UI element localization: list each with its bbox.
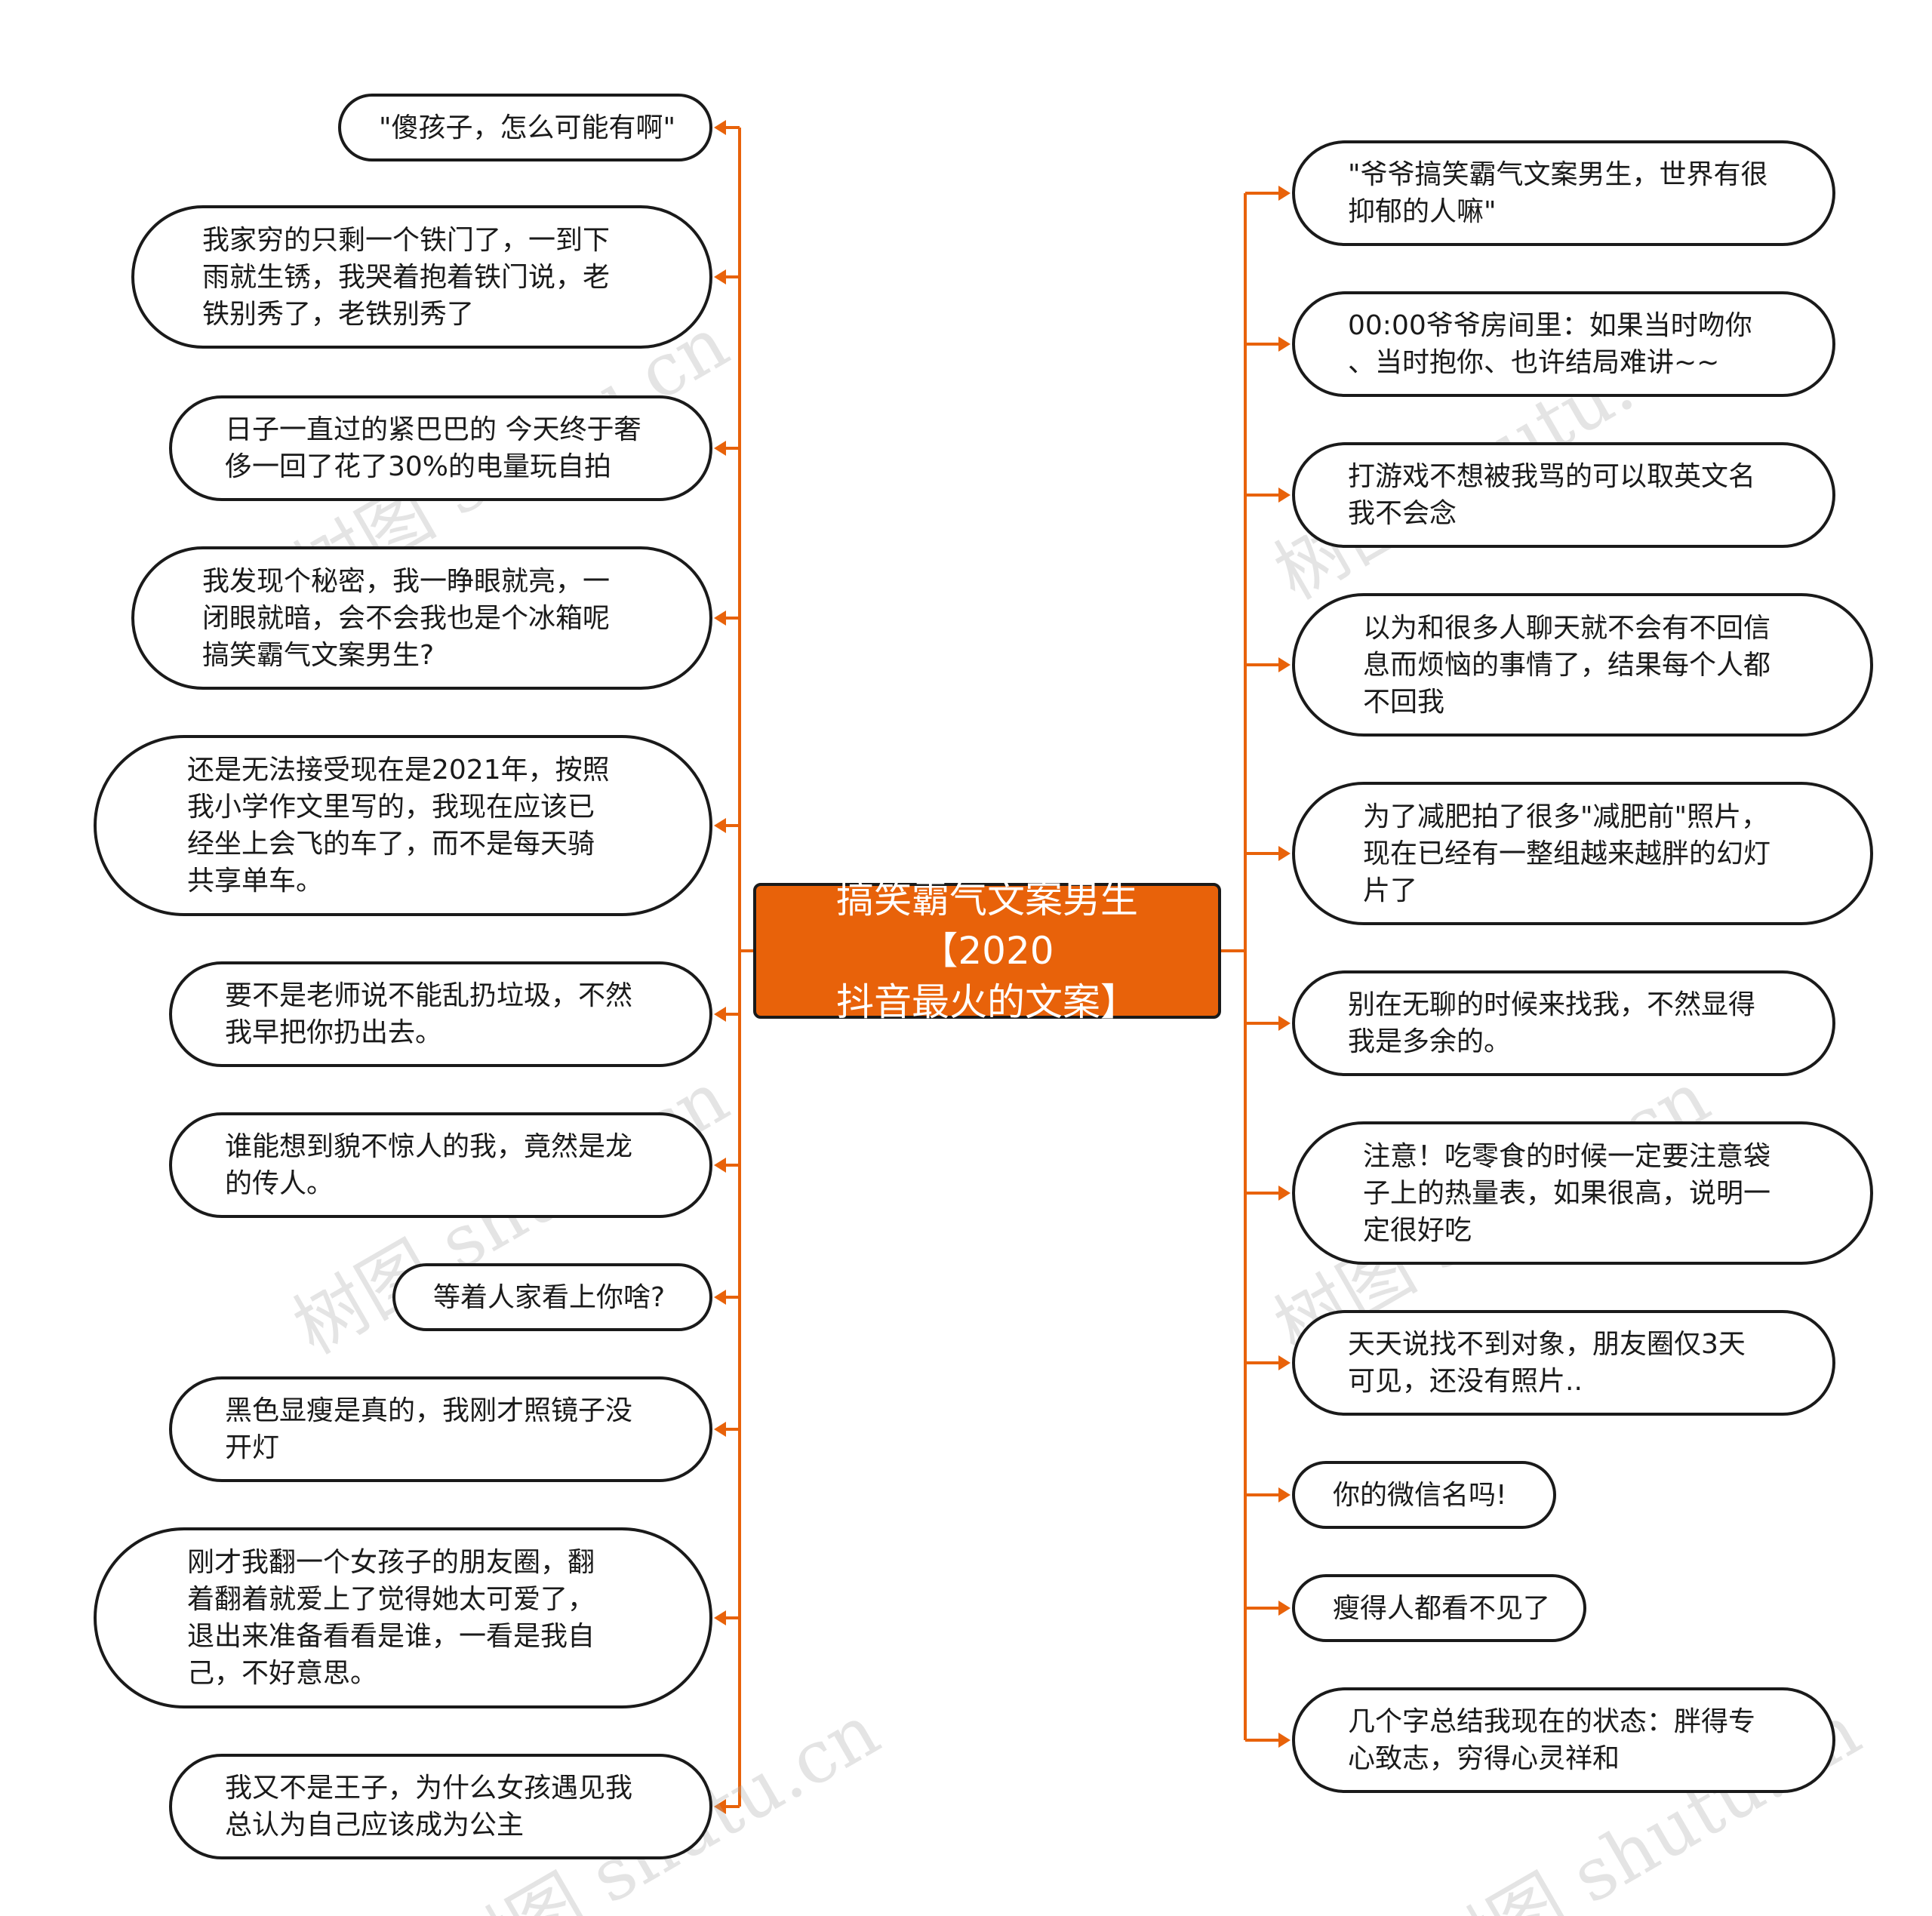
- left-node-8[interactable]: 等着人家看上你啥?: [392, 1263, 712, 1331]
- left-arrow-3: [714, 441, 726, 456]
- central-topic[interactable]: 搞笑霸气文案男生【2020 抖音最火的文案】: [753, 878, 1221, 1024]
- right-node-3[interactable]: 打游戏不想被我骂的可以取英文名 我不会念: [1292, 442, 1835, 548]
- right-arrow-4: [1278, 657, 1291, 672]
- left-arrow-7: [714, 1158, 726, 1173]
- left-node-7[interactable]: 谁能想到貌不惊人的我，竟然是龙 的传人。: [169, 1112, 712, 1218]
- left-node-10[interactable]: 刚才我翻一个女孩子的朋友圈，翻 着翻着就爱上了觉得她太可爱了， 退出来准备看看是…: [94, 1527, 712, 1708]
- right-node-10[interactable]: 瘦得人都看不见了: [1292, 1574, 1586, 1642]
- left-node-4[interactable]: 我发现个秘密，我一睁眼就亮，一 闭眼就暗，会不会我也是个冰箱呢 搞笑霸气文案男生…: [131, 546, 712, 690]
- left-arrow-9: [714, 1422, 726, 1437]
- left-arrow-11: [714, 1799, 726, 1814]
- right-arrow-5: [1278, 846, 1291, 861]
- right-arrow-3: [1278, 487, 1291, 503]
- left-arrow-10: [714, 1610, 726, 1625]
- right-node-4[interactable]: 以为和很多人聊天就不会有不回信 息而烦恼的事情了，结果每个人都 不回我: [1292, 593, 1873, 737]
- right-arrow-7: [1278, 1186, 1291, 1201]
- right-arrow-6: [1278, 1016, 1291, 1031]
- left-node-2[interactable]: 我家穷的只剩一个铁门了，一到下 雨就生锈，我哭着抱着铁门说，老 铁别秀了，老铁别…: [131, 205, 712, 349]
- right-arrow-8: [1278, 1355, 1291, 1370]
- left-node-6[interactable]: 要不是老师说不能乱扔垃圾，不然 我早把你扔出去。: [169, 961, 712, 1067]
- right-node-8[interactable]: 天天说找不到对象，朋友圈仅3天 可见，还没有照片..: [1292, 1310, 1835, 1416]
- left-arrow-1: [714, 120, 726, 135]
- right-node-9[interactable]: 你的微信名吗!: [1292, 1461, 1556, 1529]
- right-arrow-10: [1278, 1601, 1291, 1616]
- right-node-5[interactable]: 为了减肥拍了很多"减肥前"照片， 现在已经有一整组越来越胖的幻灯 片了: [1292, 782, 1873, 925]
- right-node-6[interactable]: 别在无聊的时候来找我，不然显得 我是多余的。: [1292, 970, 1835, 1076]
- left-arrow-4: [714, 610, 726, 626]
- left-node-1[interactable]: "傻孩子，怎么可能有啊": [338, 94, 712, 161]
- left-arrow-2: [714, 269, 726, 284]
- left-node-11[interactable]: 我又不是王子，为什么女孩遇见我 总认为自己应该成为公主: [169, 1754, 712, 1859]
- right-node-2[interactable]: 00:00爷爷房间里：如果当时吻你 、当时抱你、也许结局难讲~~: [1292, 291, 1835, 397]
- left-arrow-6: [714, 1007, 726, 1022]
- left-node-5[interactable]: 还是无法接受现在是2021年，按照 我小学作文里写的，我现在应该已 经坐上会飞的…: [94, 735, 712, 916]
- right-node-11[interactable]: 几个字总结我现在的状态：胖得专 心致志，穷得心灵祥和: [1292, 1687, 1835, 1793]
- left-node-9[interactable]: 黑色显瘦是真的，我刚才照镜子没 开灯: [169, 1376, 712, 1482]
- left-arrow-5: [714, 818, 726, 833]
- left-arrow-8: [714, 1290, 726, 1305]
- right-node-7[interactable]: 注意！吃零食的时候一定要注意袋 子上的热量表，如果很高，说明一 定很好吃: [1292, 1121, 1873, 1265]
- right-arrow-9: [1278, 1487, 1291, 1502]
- right-arrow-1: [1278, 186, 1291, 201]
- left-node-3[interactable]: 日子一直过的紧巴巴的 今天终于奢 侈一回了花了30%的电量玩自拍: [169, 395, 712, 501]
- right-arrow-11: [1278, 1733, 1291, 1748]
- right-arrow-2: [1278, 337, 1291, 352]
- right-node-1[interactable]: "爷爷搞笑霸气文案男生，世界有很 抑郁的人嘛": [1292, 140, 1835, 246]
